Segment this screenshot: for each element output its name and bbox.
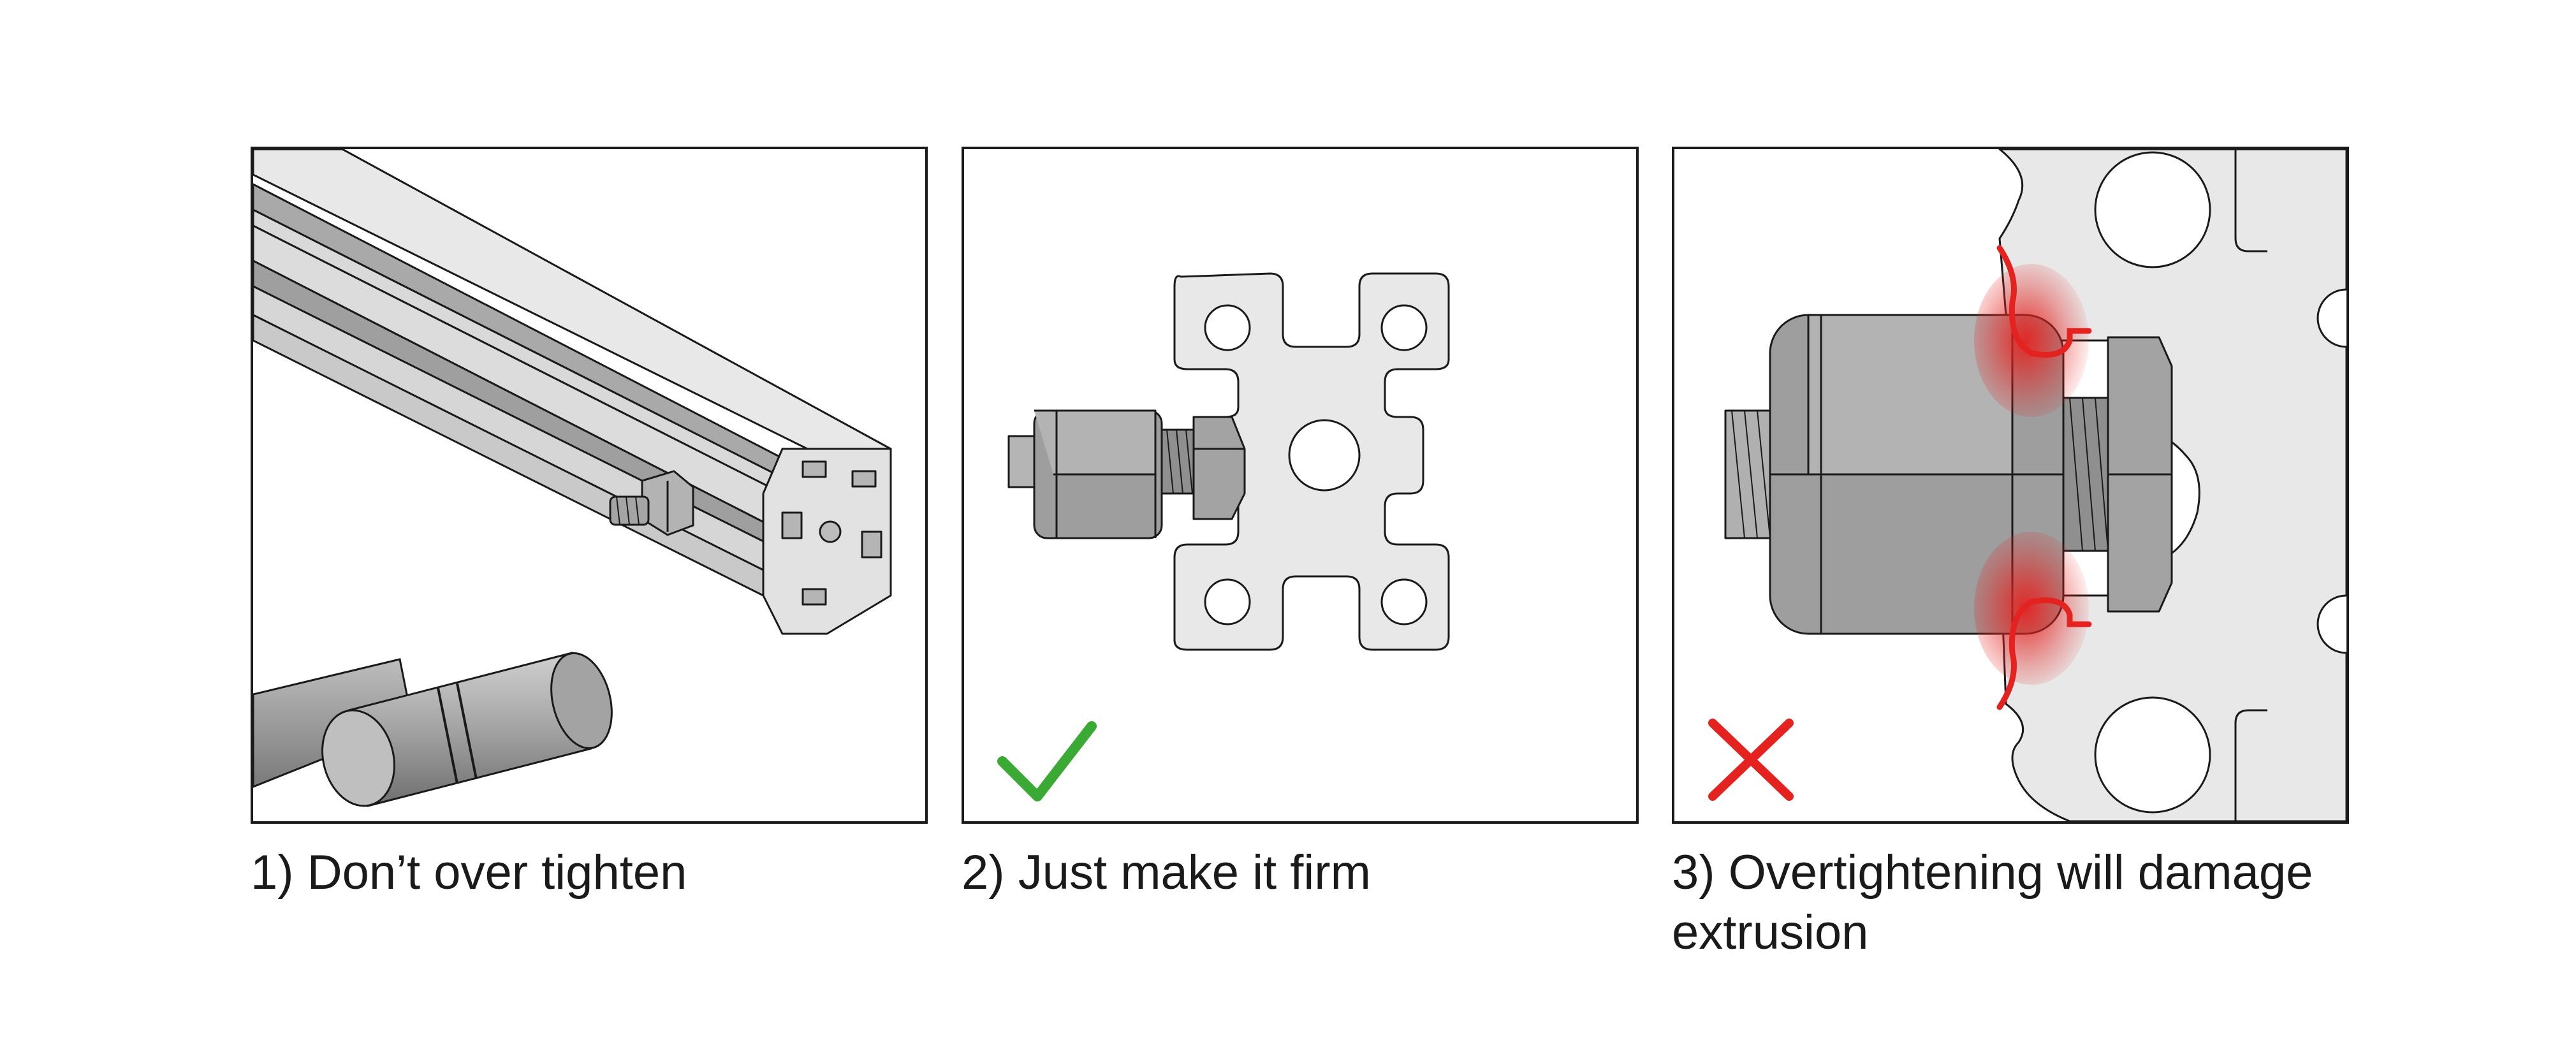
bolt-in-slot	[609, 470, 694, 536]
overtightened-illustration	[1708, 149, 2346, 821]
damage-deformation	[1974, 245, 2092, 710]
socket-wrench	[253, 652, 613, 807]
illustration-panel-1	[251, 147, 928, 824]
step-3-caption: 3) Overtightening will damage extrusion	[1672, 845, 2313, 960]
cross-mark-icon	[1708, 719, 1794, 801]
bolt-assembly-large	[1724, 314, 2173, 635]
illustration-panel-3	[1672, 147, 2349, 824]
step-1-caption: 1) Don’t over tighten	[251, 845, 687, 900]
extrusion-closeup	[1998, 149, 2346, 821]
extrusion-cross-section	[1173, 272, 1450, 651]
correct-fastening-illustration	[997, 272, 1450, 801]
check-mark-icon	[997, 721, 1097, 801]
illustration-panel-2	[962, 147, 1639, 824]
step-2-caption: 2) Just make it firm	[962, 845, 1371, 900]
aluminum-extrusion-rail	[253, 149, 892, 635]
bolt-assembly	[1007, 409, 1246, 539]
extrusion-socket-illustration	[253, 149, 892, 807]
